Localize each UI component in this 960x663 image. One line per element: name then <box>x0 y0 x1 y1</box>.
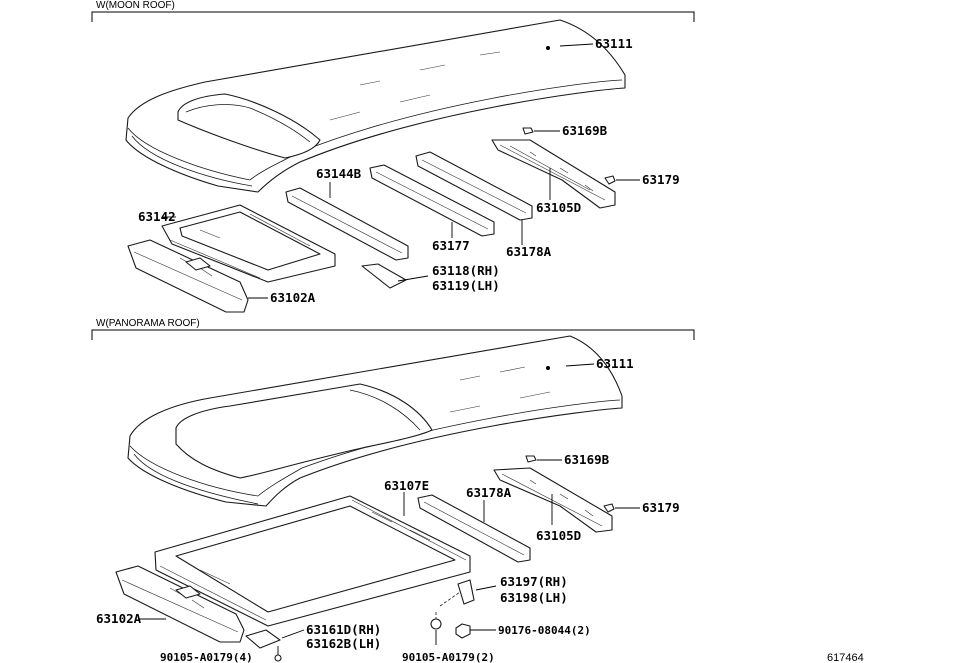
roof-panel-63111-panorama <box>127 335 623 507</box>
label-63169B-moon: 63169B <box>562 123 608 138</box>
bolt-90105-left <box>274 654 282 662</box>
bracket-63161D-63162B <box>245 629 281 649</box>
label-63169B-panorama: 63169B <box>564 452 610 467</box>
label-63107E-panorama: 63107E <box>384 478 429 493</box>
label-63179-moon: 63179 <box>642 172 680 187</box>
diagram-reference-number: 617464 <box>827 652 864 663</box>
front-header-63102A-panorama <box>115 565 245 643</box>
panorama-roof-header: W(PANORAMA ROOF) <box>96 318 200 329</box>
moon-roof-header: W(MOON ROOF) <box>96 0 175 11</box>
label-90176: 90176-08044(2) <box>498 624 591 637</box>
moon-roof-section: W(MOON ROOF) 63111 63169B 63105D 63179 <box>91 0 695 313</box>
label-90105-mid: 90105-A0179(2) <box>402 651 495 663</box>
clip-63179-panorama <box>603 503 615 513</box>
bolt-90105-mid <box>430 618 442 630</box>
bow-63177-moon <box>369 164 495 237</box>
clip-63169B-moon <box>522 127 534 135</box>
panorama-roof-bracket <box>91 329 695 340</box>
label-63178A-moon: 63178A <box>506 244 552 259</box>
clip-63169B-panorama <box>525 455 537 463</box>
label-63162B: 63162B(LH) <box>306 636 381 651</box>
front-header-63102A-moon <box>127 239 249 313</box>
rear-bow-63105D-panorama <box>493 467 613 533</box>
label-63105D-moon: 63105D <box>536 200 581 215</box>
panorama-roof-section: W(PANORAMA ROOF) 63111 63169B 63105D 631 <box>91 318 695 663</box>
bracket-63197-63198 <box>457 579 475 605</box>
frame-63107E-panorama <box>154 495 471 627</box>
roof-panel-63111 <box>125 19 626 193</box>
bow-63144B-moon <box>285 187 409 261</box>
bow-63178A-moon <box>415 151 533 221</box>
moon-roof-bracket <box>91 11 695 22</box>
label-63179-panorama: 63179 <box>642 500 680 515</box>
label-63144B-moon: 63144B <box>316 166 362 181</box>
reinforcement-63142-moon <box>161 204 336 283</box>
nut-90176 <box>455 623 471 639</box>
label-63105D-panorama: 63105D <box>536 528 581 543</box>
label-63178A-panorama: 63178A <box>466 485 512 500</box>
clip-63179-moon <box>604 175 616 185</box>
bracket-63118-63119-moon <box>361 263 407 289</box>
label-63102A-panorama: 63102A <box>96 611 142 626</box>
label-63142-moon: 63142 <box>138 209 176 224</box>
label-63111-panorama: 63111 <box>596 356 634 371</box>
bow-63178A-panorama <box>417 494 531 563</box>
label-63198: 63198(LH) <box>500 590 568 605</box>
label-63197: 63197(RH) <box>500 574 568 589</box>
label-63102A-moon: 63102A <box>270 290 316 305</box>
label-63119-moon: 63119(LH) <box>432 278 500 293</box>
label-63118-moon: 63118(RH) <box>432 263 500 278</box>
label-63111-moon: 63111 <box>595 36 633 51</box>
label-63177-moon: 63177 <box>432 238 470 253</box>
label-63161D: 63161D(RH) <box>306 622 381 637</box>
label-90105-left: 90105-A0179(4) <box>160 651 253 663</box>
